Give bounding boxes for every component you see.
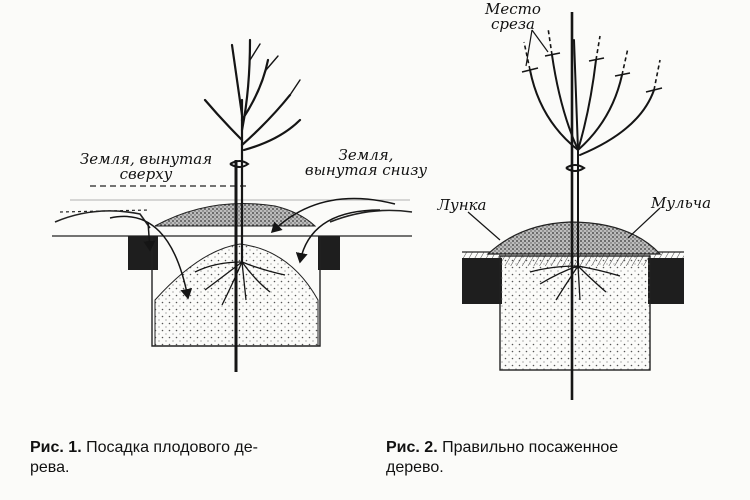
figure-1 [52,38,413,372]
fig1-arrows [109,197,396,300]
label-soil-from-bottom: Земля, вынутая снизу [304,146,428,179]
caption-fig2-line2: дерево. [386,459,444,476]
fig2-pruned-tips [523,27,661,91]
fig2-tree [529,39,655,269]
caption-fig1: Рис. 1. Посадка плодового де- рева. [30,438,350,478]
fig2-roots [529,265,621,301]
caption-fig1-num: Рис. 1. [30,439,82,456]
label-mulch: Мульча [650,194,712,212]
fig1-ground [52,185,413,237]
fig2-cut-marks [521,52,663,93]
fig2-mulch [486,221,662,255]
caption-fig1-line2: рева. [30,459,70,476]
label-hole: Лунка [437,196,487,214]
label-soil-from-top: Земля, вынутая сверху [79,150,213,183]
fig1-tree [203,38,302,264]
fig1-roots [194,261,286,306]
fig1-tie [229,160,250,168]
caption-fig1-line1: Посадка плодового де- [81,439,258,456]
label-cut-place: Место среза [485,0,541,33]
fig2-leaders [467,29,661,241]
fig2-pit [499,255,651,371]
figure-2 [462,12,684,400]
caption-fig2-num: Рис. 2. [386,439,438,456]
caption-fig2: Рис. 2. Правильно посаженное дерево. [386,438,726,478]
caption-fig2-line1: Правильно посаженное [437,439,619,456]
fig2-tie [565,164,586,172]
